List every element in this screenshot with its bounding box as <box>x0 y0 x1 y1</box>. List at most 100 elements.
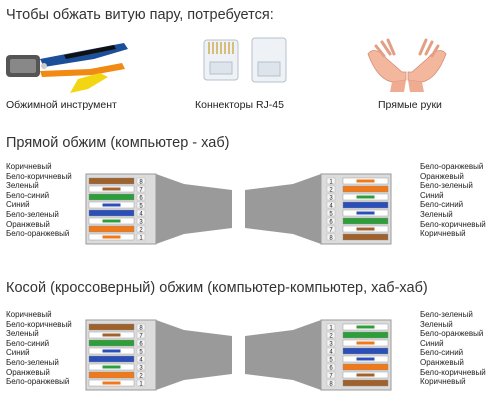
page-title: Чтобы обжать витую пару, потребуется: <box>6 7 274 23</box>
straight-right-wire-label-2: Оранжевый <box>420 171 464 181</box>
straight-left-wire-label-7: Оранжевый <box>6 219 50 229</box>
cross-left-pin-7: 2 <box>139 374 143 380</box>
cross-right-pin-slot-5 <box>326 355 336 363</box>
cross-left-wire-label-3: Зеленый <box>6 329 39 339</box>
cross-right-wire-label-5: Бело-синий <box>420 348 464 358</box>
cross-left-wire-label-4: Бело-синий <box>6 338 50 348</box>
straight-left-wire-label-4: Бело-синий <box>6 190 50 200</box>
hands-icon <box>362 30 452 92</box>
straight-left-wire-label-3: Зеленый <box>6 181 39 191</box>
straight-right-pin-slot-4 <box>326 201 336 209</box>
cross-left-plug-body <box>85 319 157 391</box>
cross-right-pin-5: 5 <box>329 358 333 364</box>
cross-right-wire-4 <box>342 347 389 355</box>
cross-left-pin-5: 4 <box>139 358 143 364</box>
cross-left-wire-label-1: Коричневый <box>6 310 52 319</box>
straight-right-cable-jacket <box>245 174 321 244</box>
rj45-connector-icon <box>196 32 296 92</box>
straight-left-wire-stripe-8 <box>102 235 121 239</box>
straight-left-wire-label-6: Бело-зеленый <box>6 210 59 219</box>
cross-right-pin-1: 1 <box>329 326 333 332</box>
cross-left-pin-slot-3 <box>136 339 146 347</box>
cross-left-wire-stripe-6 <box>102 365 121 369</box>
cross-left-wire-3 <box>88 339 135 347</box>
cross-right-pin-6: 6 <box>329 366 333 372</box>
cross-left-pin-slot-2 <box>136 331 146 339</box>
cross-right-pin-8: 8 <box>329 382 333 388</box>
straight-right-wire-stripe-1 <box>356 179 375 183</box>
cross-right-wire-label-7: Бело-коричневый <box>420 367 486 377</box>
straight-right-wire-4 <box>342 201 389 209</box>
straight-right-wire-label-8: Коричневый <box>420 229 466 239</box>
straight-left-wire-label-2: Бело-коричневый <box>6 171 72 181</box>
cross-right-pin-2: 2 <box>329 334 333 340</box>
cross-left-cable-jacket <box>156 320 232 390</box>
cross-left-wire-label-5: Синий <box>6 348 30 358</box>
straight-right-wire-8 <box>342 233 389 241</box>
tool-label-hands: Прямые руки <box>378 99 442 111</box>
cross-left-pin-8: 1 <box>139 382 143 388</box>
cross-left-wire-5 <box>88 355 135 363</box>
straight-right-pin-8: 8 <box>329 236 333 242</box>
cross-right-pin-slot-2 <box>326 331 336 339</box>
straight-left-wire-5 <box>88 209 135 217</box>
straight-right-wire-label-6: Зеленый <box>420 210 453 219</box>
cross-left-pin-4: 5 <box>139 350 143 356</box>
straight-left-wire-label-1: Коричневый <box>6 162 52 171</box>
cross-right-pin-slot-8 <box>326 379 336 387</box>
cross-left-pin-2: 7 <box>139 334 143 340</box>
straight-left-wire-7 <box>88 225 135 233</box>
straight-left-pin-1: 8 <box>139 180 143 186</box>
cross-right-wire-stripe-3 <box>356 341 375 345</box>
cross-right-pin-3: 3 <box>329 342 333 348</box>
straight-right-wire-label-4: Синий <box>420 190 444 200</box>
cross-left-pin-3: 6 <box>139 342 143 348</box>
straight-right-wire-label-5: Бело-синий <box>420 200 464 210</box>
cross-right-wire-stripe-5 <box>356 357 375 361</box>
cross-left-wire-stripe-4 <box>102 349 121 353</box>
straight-right-wire-label-7: Бело-коричневый <box>420 219 486 229</box>
straight-left-wire-stripe-6 <box>102 219 121 223</box>
straight-right-pin-slot-8 <box>326 233 336 241</box>
cross-right-pin-slot-4 <box>326 347 336 355</box>
cross-left-wire-7 <box>88 371 135 379</box>
cross-right-wire-6 <box>342 363 389 371</box>
cross-right-wire-label-8: Коричневый <box>420 377 466 387</box>
straight-left-pin-slot-5 <box>136 209 146 217</box>
tool-label-crimper: Обжимной инструмент <box>6 99 117 111</box>
straight-left-wire-1 <box>88 177 135 185</box>
tool-label-connectors: Коннекторы RJ-45 <box>195 99 284 111</box>
cross-right-pin-4: 4 <box>329 350 333 356</box>
cross-right-pin-7: 7 <box>329 374 333 380</box>
cross-right-wire-2 <box>342 331 389 339</box>
cross-left-wire-label-7: Оранжевый <box>6 367 50 377</box>
straight-left-pin-2: 7 <box>139 188 143 194</box>
straight-right-pin-slot-2 <box>326 185 336 193</box>
cross-right-pin-slot-7 <box>326 371 336 379</box>
cross-left-pin-slot-8 <box>136 379 146 387</box>
cross-right-wire-label-3: Бело-оранжевый <box>420 329 484 339</box>
cross-left-pin-slot-1 <box>136 323 146 331</box>
cross-right-cable-jacket <box>245 320 321 390</box>
straight-right-wire-stripe-5 <box>356 211 375 215</box>
straight-right-pin-slot-1 <box>326 177 336 185</box>
crossover-crimp-title: Косой (кроссоверный) обжим (компьютер-ко… <box>6 280 428 296</box>
cross-right-wire-8 <box>342 379 389 387</box>
straight-left-pin-slot-6 <box>136 217 146 225</box>
straight-left-pin-7: 2 <box>139 228 143 234</box>
cross-left-pin-slot-7 <box>136 371 146 379</box>
cross-right-wire-label-2: Зеленый <box>420 319 453 329</box>
cross-left-wire-stripe-8 <box>102 381 121 385</box>
straight-left-wire-3 <box>88 193 135 201</box>
straight-right-wire-label-1: Бело-оранжевый <box>420 162 484 171</box>
straight-right-pin-slot-3 <box>326 193 336 201</box>
straight-left-pin-8: 1 <box>139 236 143 242</box>
straight-left-pin-slot-3 <box>136 193 146 201</box>
straight-right-wire-6 <box>342 217 389 225</box>
straight-right-pin-5: 5 <box>329 212 333 218</box>
cross-left-wire-label-6: Бело-зеленый <box>6 358 59 367</box>
straight-right-pin-slot-6 <box>326 217 336 225</box>
